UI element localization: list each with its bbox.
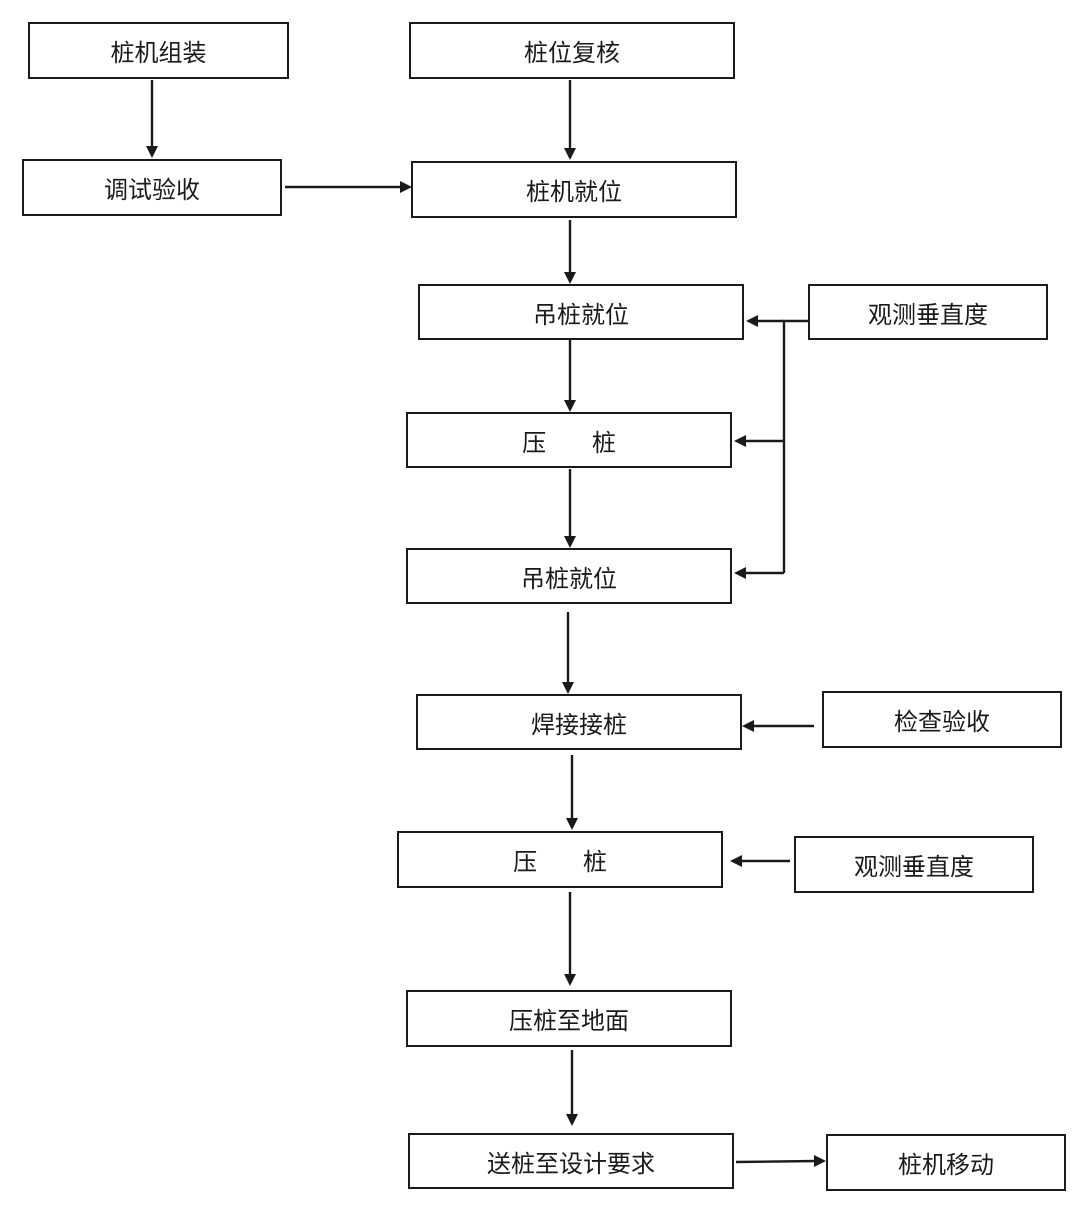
arrowhead-lift-2-top bbox=[564, 536, 576, 548]
node-observe-1: 观测垂直度 bbox=[808, 284, 1048, 340]
node-inspect: 检查验收 bbox=[822, 691, 1062, 748]
arrowhead-machine-move bbox=[814, 1155, 826, 1167]
node-weld: 焊接接桩 bbox=[416, 694, 742, 750]
arrowhead-weld-top bbox=[562, 682, 574, 694]
arrowhead-machine-in-place-top bbox=[564, 148, 576, 160]
node-press-2: 压 桩 bbox=[397, 831, 723, 888]
arrowhead-send-top bbox=[566, 1114, 578, 1126]
node-lift-pile-2: 吊桩就位 bbox=[406, 548, 732, 604]
arrowhead-weld-right bbox=[742, 720, 754, 732]
node-lift-pile-1: 吊桩就位 bbox=[418, 284, 744, 340]
node-observe-2: 观测垂直度 bbox=[794, 836, 1034, 893]
arrowhead-lift-1 bbox=[564, 272, 576, 284]
arrowhead-press-2-right bbox=[730, 855, 742, 867]
node-machine-move: 桩机移动 bbox=[826, 1134, 1066, 1191]
node-press-1: 压 桩 bbox=[406, 412, 732, 468]
arrowhead-press-1-top bbox=[564, 400, 576, 412]
arrowhead-press-ground-top bbox=[564, 974, 576, 986]
node-press-to-ground: 压桩至地面 bbox=[406, 990, 732, 1047]
arrowhead-press-2-top bbox=[566, 818, 578, 830]
arrowhead-press-1-right bbox=[734, 435, 746, 447]
node-pile-check: 桩位复核 bbox=[409, 22, 735, 79]
arrow-send-to-move bbox=[735, 1159, 817, 1164]
node-send-pile: 送桩至设计要求 bbox=[408, 1133, 734, 1189]
node-machine-in-place: 桩机就位 bbox=[411, 161, 737, 218]
node-assemble: 桩机组装 bbox=[28, 22, 289, 79]
arrowhead-debug bbox=[146, 146, 158, 158]
arrowhead-machine-in-place-left bbox=[400, 181, 412, 193]
observe-1-bracket bbox=[782, 319, 810, 573]
arrowhead-lift-1-right bbox=[746, 315, 758, 327]
node-debug: 调试验收 bbox=[22, 159, 282, 216]
arrowhead-lift-2-right bbox=[734, 567, 746, 579]
